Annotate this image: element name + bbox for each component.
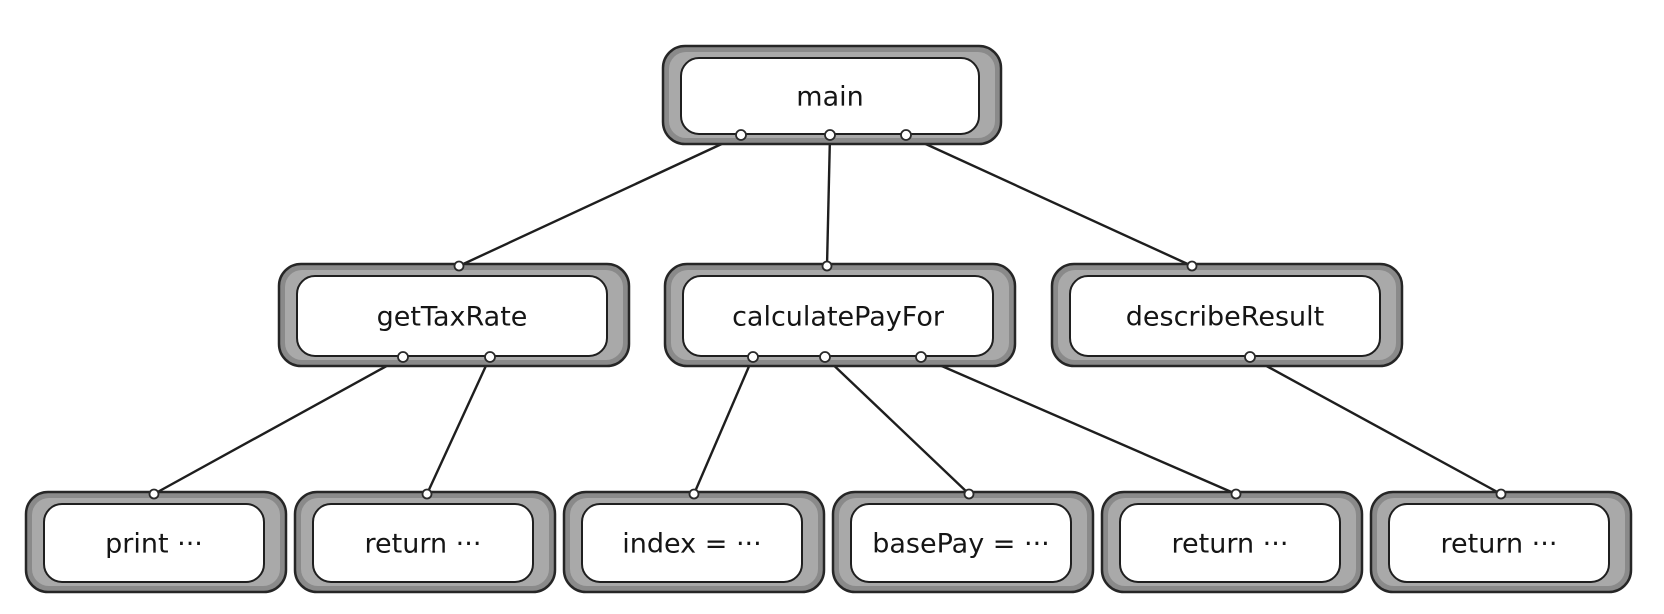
edge-calculatePayFor-return2 xyxy=(920,355,1237,496)
port-in xyxy=(821,260,833,272)
node-face xyxy=(1388,503,1610,583)
edge-calculatePayFor-index xyxy=(692,356,755,495)
node-main: main xyxy=(661,44,1003,146)
node-label: main xyxy=(796,82,863,113)
port-in xyxy=(1186,260,1198,272)
port-out xyxy=(819,351,831,363)
edge-getTaxRate-return1 xyxy=(425,356,492,495)
node-face xyxy=(296,275,608,357)
node-return1: return ··· xyxy=(293,490,557,594)
nodes-layer: main getTaxRate calculatePayFor describeRes… xyxy=(24,44,1633,594)
port-in xyxy=(453,260,465,272)
node-label: return ··· xyxy=(365,529,482,560)
node-face xyxy=(1119,503,1341,583)
port-in xyxy=(148,488,160,500)
node-face xyxy=(850,503,1072,583)
node-label: index = ··· xyxy=(622,529,761,560)
node-face xyxy=(581,503,803,583)
port-out xyxy=(915,351,927,363)
port-in xyxy=(1495,488,1507,500)
node-index: index = ··· xyxy=(562,490,826,594)
node-getTaxRate: getTaxRate xyxy=(277,262,631,368)
node-return2: return ··· xyxy=(1100,490,1364,594)
node-basePay: basePay = ··· xyxy=(831,490,1095,594)
port-out xyxy=(824,129,836,141)
node-label: return ··· xyxy=(1441,529,1558,560)
port-in xyxy=(1230,488,1242,500)
edge-main-calculatePayFor xyxy=(825,134,832,267)
port-out xyxy=(735,129,747,141)
node-face xyxy=(312,503,534,583)
port-out xyxy=(900,129,912,141)
edge-calculatePayFor-basePay xyxy=(824,356,970,495)
node-calculatePayFor: calculatePayFor xyxy=(663,262,1017,368)
node-label: return ··· xyxy=(1172,529,1289,560)
port-in xyxy=(421,488,433,500)
port-out xyxy=(397,351,409,363)
node-label: getTaxRate xyxy=(377,302,528,333)
node-face xyxy=(682,275,994,357)
node-label: print ··· xyxy=(105,529,203,560)
node-face xyxy=(1069,275,1381,357)
edge-main-getTaxRate xyxy=(458,133,742,268)
node-describeResult: describeResult xyxy=(1050,262,1404,368)
port-out xyxy=(1244,351,1256,363)
node-label: describeResult xyxy=(1126,302,1324,333)
ports-layer xyxy=(148,129,1507,500)
node-face xyxy=(43,503,265,583)
node-label: basePay = ··· xyxy=(872,529,1050,560)
port-in xyxy=(688,488,700,500)
port-in xyxy=(963,488,975,500)
edge-describeResult-return3 xyxy=(1249,355,1502,496)
node-return3: return ··· xyxy=(1369,490,1633,594)
edge-getTaxRate-print xyxy=(153,355,404,496)
edges-layer xyxy=(153,133,1502,496)
node-label: calculatePayFor xyxy=(732,302,945,333)
port-out xyxy=(484,351,496,363)
node-print: print ··· xyxy=(24,490,288,594)
edge-main-describeResult xyxy=(905,133,1193,268)
port-out xyxy=(747,351,759,363)
